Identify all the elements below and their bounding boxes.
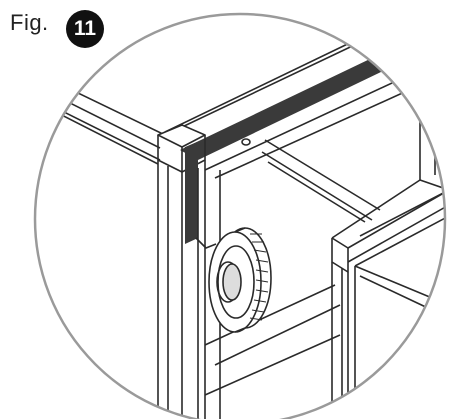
figure-number-badge: 11 (66, 10, 104, 48)
detail-lens-circle (33, 12, 447, 419)
inner-crossbar (261, 139, 381, 223)
adhesive-tape-strip (180, 58, 385, 160)
right-corner-unit (331, 179, 445, 419)
screw-hole (241, 138, 251, 146)
adhesive-tape-vertical (185, 144, 198, 244)
tape-roll-icon (208, 227, 272, 333)
top-left-rail (35, 64, 166, 165)
figure-label: Fig. (10, 10, 49, 35)
lower-rails (204, 284, 341, 396)
left-vertical-post (157, 160, 206, 419)
